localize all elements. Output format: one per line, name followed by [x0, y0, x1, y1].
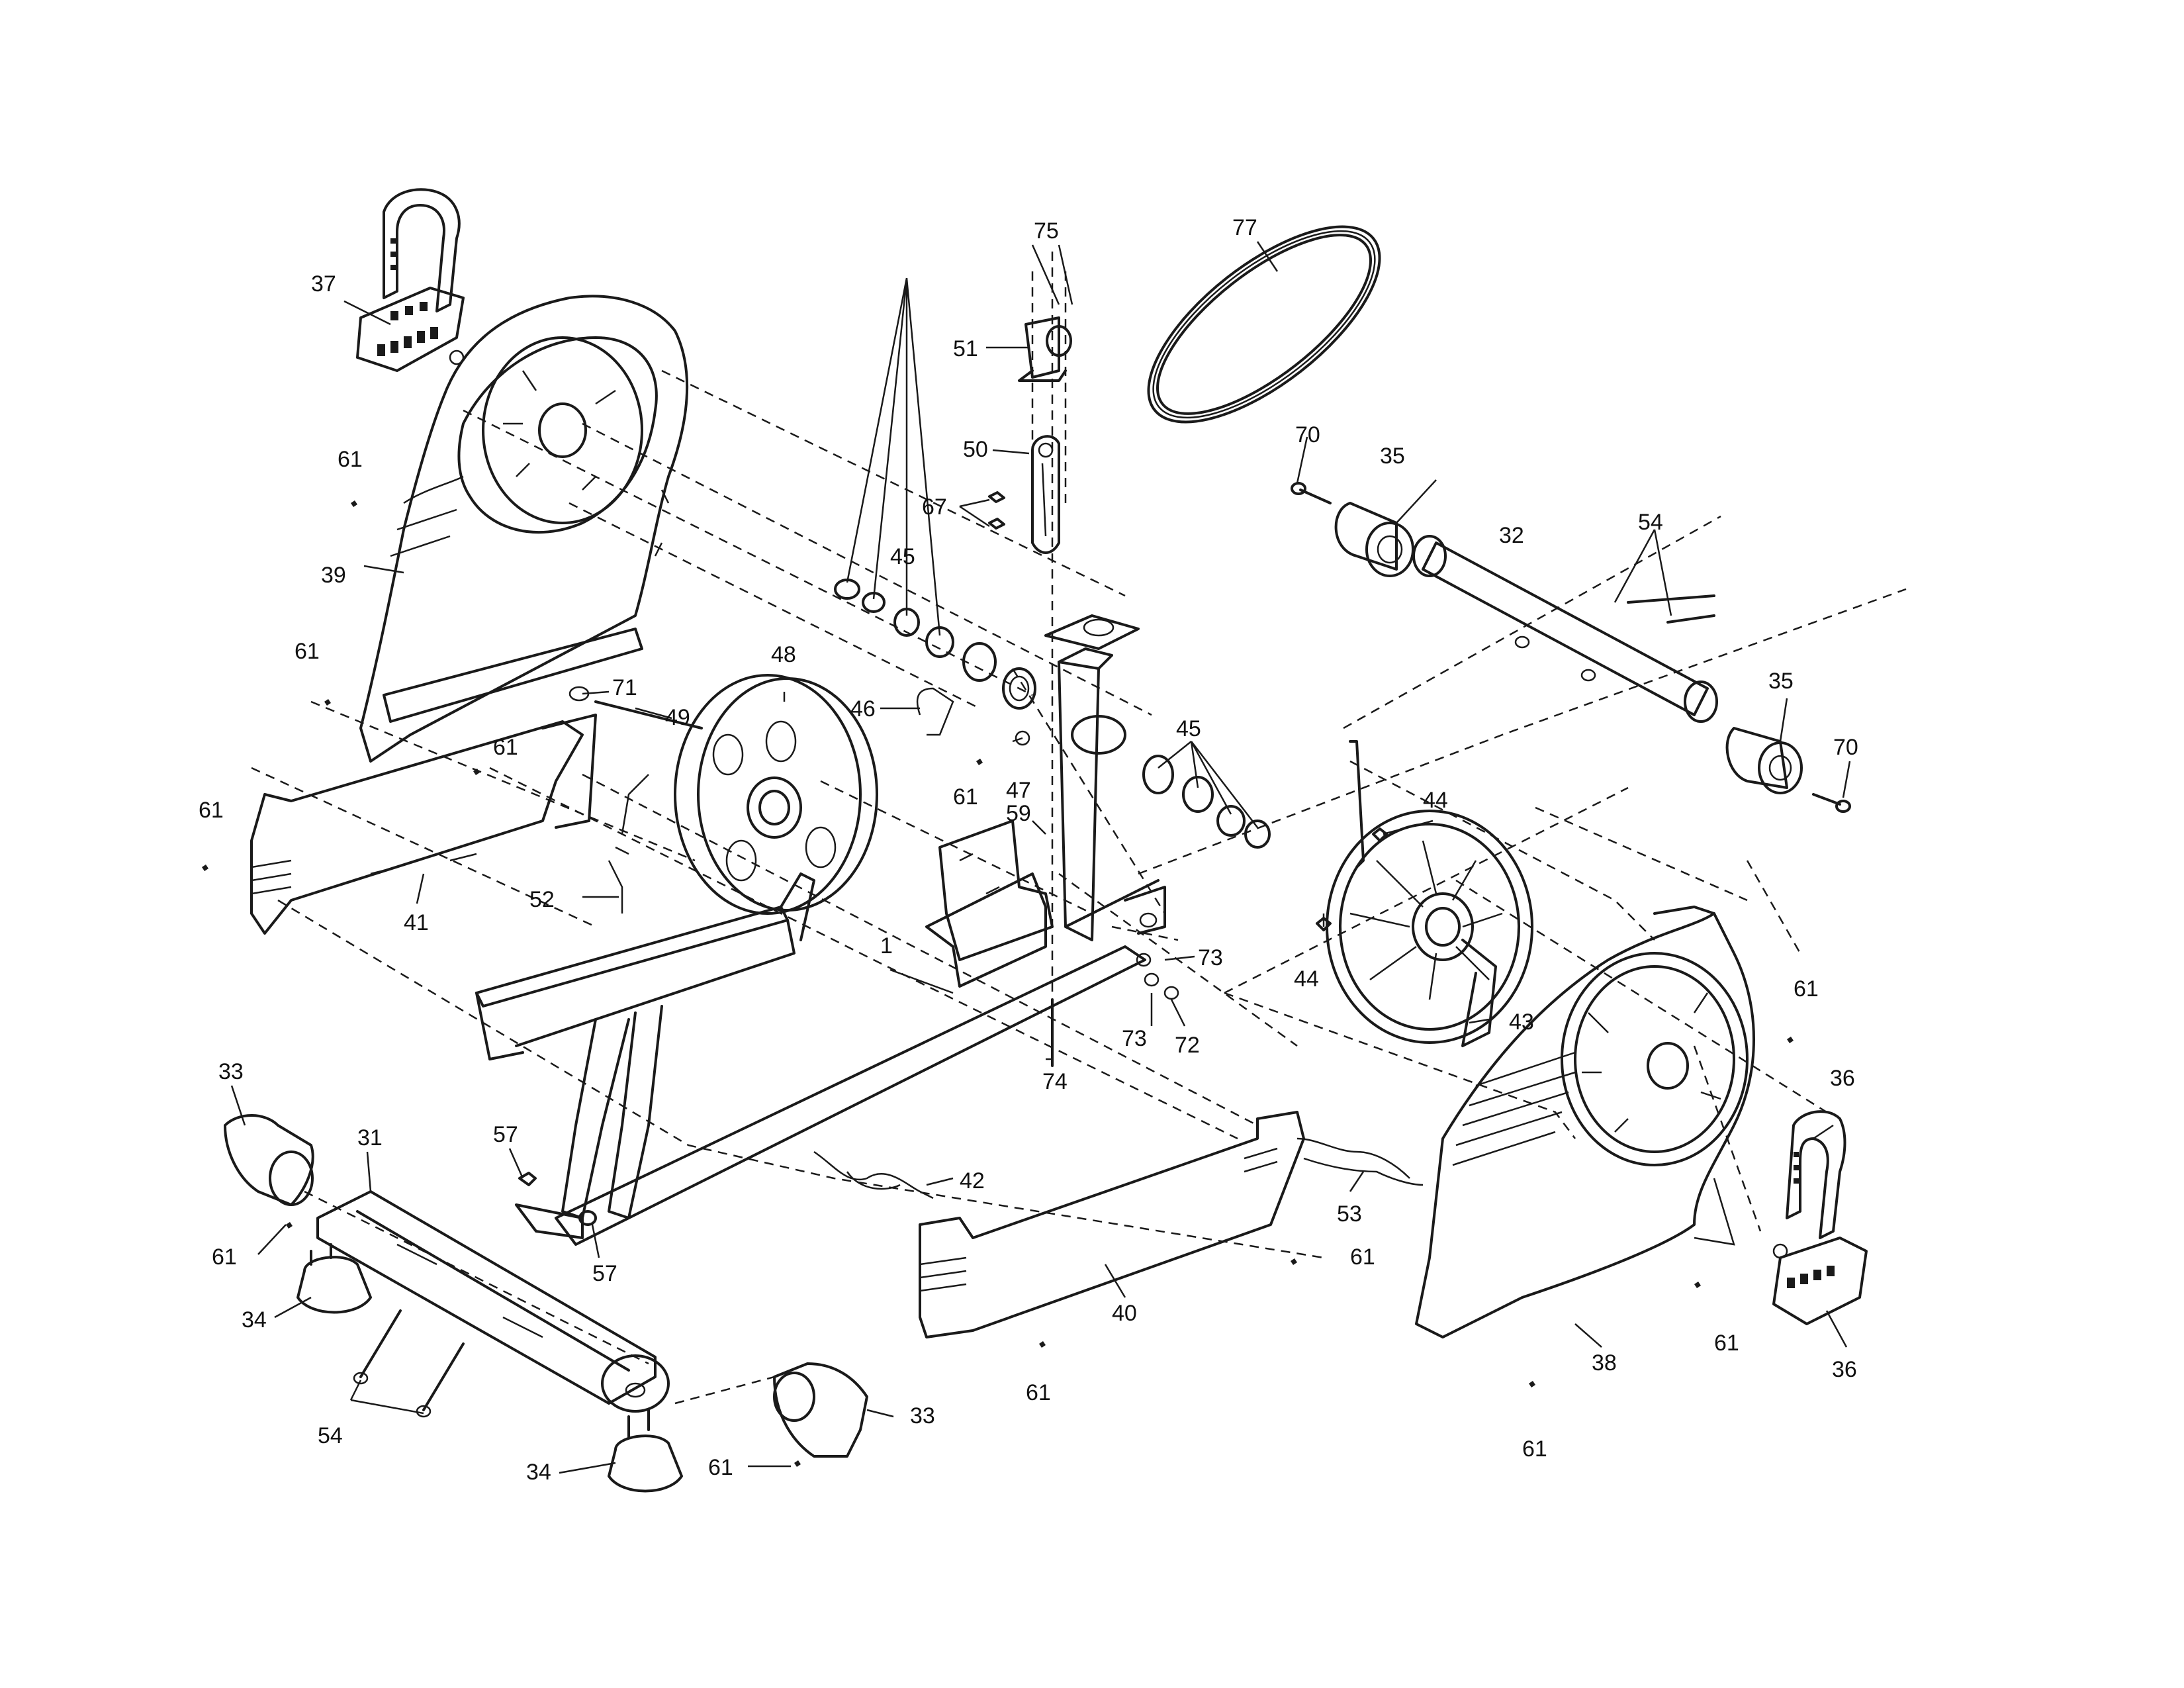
- callout-44-top: 44: [1423, 788, 1448, 813]
- callout-61-left-top: 61: [338, 447, 363, 472]
- callout-54-top: 54: [1638, 510, 1663, 535]
- callout-61-far-left: 61: [199, 798, 224, 823]
- callout-61-cover: 61: [493, 735, 518, 760]
- callout-61-cap-left: 61: [212, 1244, 237, 1270]
- drive-belt-part-77: [1147, 225, 1381, 424]
- callout-36-bottom: 36: [1832, 1357, 1857, 1382]
- pedal-part-37: [356, 188, 465, 372]
- callout-35-top: 35: [1380, 444, 1405, 469]
- callout-73-lower: 73: [1122, 1026, 1147, 1051]
- callout-53: 53: [1337, 1201, 1362, 1227]
- callout-75: 75: [1034, 218, 1059, 244]
- callout-33-bottom: 33: [910, 1403, 935, 1429]
- callout-33-left: 33: [218, 1059, 244, 1084]
- callout-32: 32: [1499, 523, 1524, 548]
- left-crank-cover-part-41: [250, 714, 597, 935]
- callout-40: 40: [1112, 1301, 1137, 1326]
- callout-52: 52: [529, 887, 555, 912]
- flywheel-pulley-part-48: [674, 674, 878, 915]
- callout-47: 47: [1006, 778, 1031, 803]
- left-shroud-part-39: [359, 295, 689, 763]
- callout-48: 48: [771, 642, 796, 667]
- main-frame-part-1: [475, 614, 1166, 1246]
- right-shroud-part-38: [1415, 906, 1755, 1338]
- callout-45-upper: 45: [890, 544, 915, 569]
- end-cap-part-33: [224, 1114, 868, 1458]
- callout-39: 39: [321, 563, 346, 588]
- callout-36-top: 36: [1830, 1066, 1855, 1091]
- callout-61-cap-bottom: 61: [708, 1455, 733, 1480]
- callout-74: 74: [1042, 1069, 1068, 1094]
- tension-bracket-parts-50-51: [988, 316, 1072, 554]
- callout-61-far-bottom: 61: [1522, 1436, 1547, 1462]
- small-hardware: [202, 500, 1794, 1467]
- assembly-dashed-lines: [251, 252, 1907, 1405]
- callout-51: 51: [953, 336, 978, 361]
- pedal-part-36: [1772, 1110, 1868, 1325]
- callout-35-right: 35: [1768, 669, 1794, 694]
- wire-part-46: [916, 687, 1030, 746]
- flywheel-part-43: [1326, 740, 1533, 1047]
- idler-axle-parts-32-35: [1291, 482, 1851, 813]
- callout-41: 41: [404, 910, 429, 935]
- callout-57-top: 57: [493, 1122, 518, 1147]
- callout-42: 42: [960, 1168, 985, 1194]
- callout-57-bottom: 57: [592, 1261, 617, 1286]
- callout-50: 50: [963, 437, 988, 462]
- callout-37: 37: [311, 271, 336, 297]
- bracket-part-59: [938, 820, 1054, 961]
- leveler-part-34: [296, 1243, 683, 1493]
- callout-61-left-mid: 61: [295, 639, 320, 664]
- callout-59: 59: [1006, 801, 1031, 826]
- callout-34-left: 34: [242, 1307, 267, 1333]
- callout-54-bottom: 54: [318, 1423, 343, 1448]
- callout-34-bottom: 34: [526, 1460, 551, 1485]
- callout-61-center: 61: [953, 784, 978, 810]
- callout-1: 1: [880, 933, 893, 959]
- callout-43: 43: [1509, 1009, 1534, 1035]
- callout-61-stabilizer-bottom: 61: [1026, 1380, 1051, 1405]
- callout-61-stabilizer-right: 61: [1350, 1244, 1375, 1270]
- bearing-set-part-45-upper: [834, 579, 1036, 710]
- callout-38: 38: [1592, 1350, 1617, 1376]
- callout-71: 71: [612, 675, 637, 700]
- bearing-set-part-45-lower: [1142, 755, 1271, 849]
- callout-70-right: 70: [1833, 735, 1858, 760]
- callout-70-top: 70: [1295, 422, 1320, 447]
- callout-49: 49: [665, 705, 690, 730]
- callout-67: 67: [922, 494, 947, 520]
- callout-72: 72: [1175, 1033, 1200, 1058]
- callout-61-shroud-bottom: 61: [1714, 1331, 1739, 1356]
- callout-31: 31: [357, 1125, 383, 1150]
- callout-45-lower: 45: [1176, 716, 1201, 741]
- callout-46: 46: [850, 696, 876, 722]
- wire-harness-parts-42-53: [813, 1137, 1424, 1199]
- callout-61-right-shroud: 61: [1794, 976, 1819, 1002]
- rear-stabilizer-part-40: [919, 1111, 1305, 1338]
- bolt-part-54: [353, 1309, 465, 1418]
- callout-labels: 75 51 50 67 45 45 77 70 35 32 54 35 70 4…: [199, 215, 1858, 1485]
- callout-77: 77: [1232, 215, 1257, 240]
- callout-73-upper: 73: [1198, 945, 1223, 970]
- leader-lines: [230, 241, 1851, 1474]
- callout-44-left: 44: [1294, 966, 1319, 992]
